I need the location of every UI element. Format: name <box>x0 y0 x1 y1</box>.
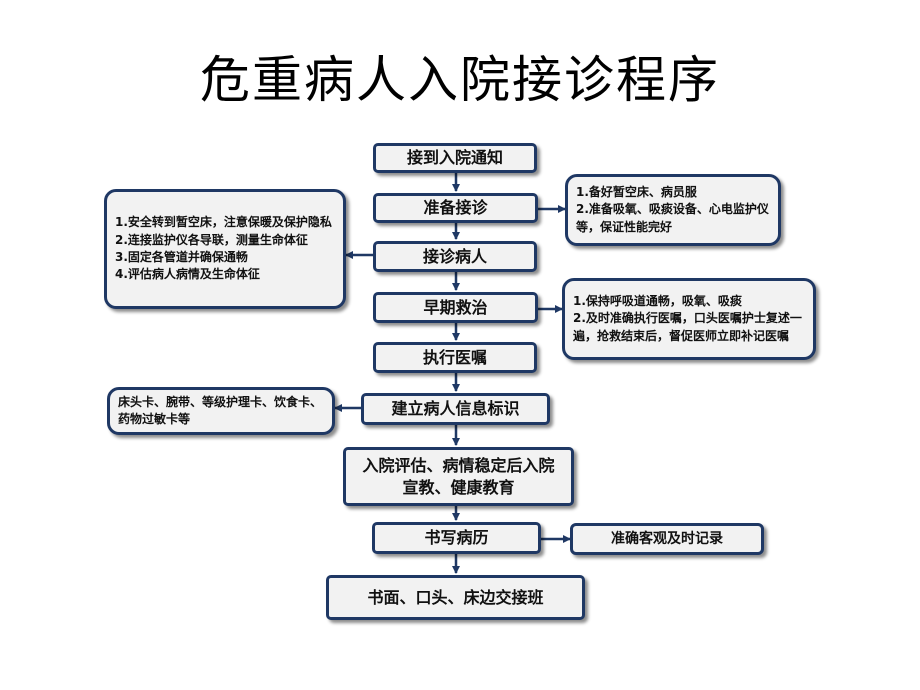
step-receive-patient: 接诊病人 <box>373 241 537 272</box>
note-receive-details: 1.安全转到暂空床，注意保暖及保护隐私 2.连接监护仪各导联，测量生命体征 3.… <box>104 189 346 309</box>
note-rescue-item-1: 1.保持呼吸道通畅，吸氧、吸痰 <box>573 293 742 308</box>
step-prepare-reception: 准备接诊 <box>373 193 538 223</box>
note-prepare-details: 1.备好暂空床、病员服 2.准备吸氧、吸痰设备、心电监护仪等，保证性能完好 <box>565 174 781 246</box>
note-record-item-1: 准确客观及时记录 <box>611 530 723 547</box>
step-write-records: 书写病历 <box>372 522 541 554</box>
note-rescue-details: 1.保持呼吸道通畅，吸氧、吸痰 2.及时准确执行医嘱，口头医嘱护士复述一遍，抢救… <box>562 278 816 360</box>
note-receive-item-4: 4.评估病人病情及生命体征 <box>115 267 260 282</box>
note-rescue-item-2: 2.及时准确执行医嘱，口头医嘱护士复述一遍，抢救结束后，督促医师立即补记医嘱 <box>573 311 802 343</box>
step-execute-orders: 执行医嘱 <box>373 342 537 373</box>
step-shift-handover: 书面、口头、床边交接班 <box>326 575 585 620</box>
step-early-treatment: 早期救治 <box>373 292 538 323</box>
note-identify-item-1: 床头卡、腕带、等级护理卡、饮食卡、药物过敏卡等 <box>118 394 323 426</box>
note-prepare-item-1: 1.备好暂空床、病员服 <box>576 184 697 199</box>
note-receive-item-1: 1.安全转到暂空床，注意保暖及保护隐私 <box>115 215 332 230</box>
note-receive-item-3: 3.固定各管道并确保通畅 <box>115 250 248 264</box>
note-record-details: 准确客观及时记录 <box>570 523 764 555</box>
page-title: 危重病人入院接诊程序 <box>200 51 720 109</box>
step-receive-notice: 接到入院通知 <box>373 143 537 173</box>
note-identification-details: 床头卡、腕带、等级护理卡、饮食卡、药物过敏卡等 <box>107 387 335 435</box>
step-admission-assessment: 入院评估、病情稳定后入院宣教、健康教育 <box>343 447 574 506</box>
note-prepare-item-2: 2.准备吸氧、吸痰设备、心电监护仪等，保证性能完好 <box>576 202 769 234</box>
step-patient-identification: 建立病人信息标识 <box>361 393 550 425</box>
note-receive-item-2: 2.连接监护仪各导联，测量生命体征 <box>115 232 308 247</box>
